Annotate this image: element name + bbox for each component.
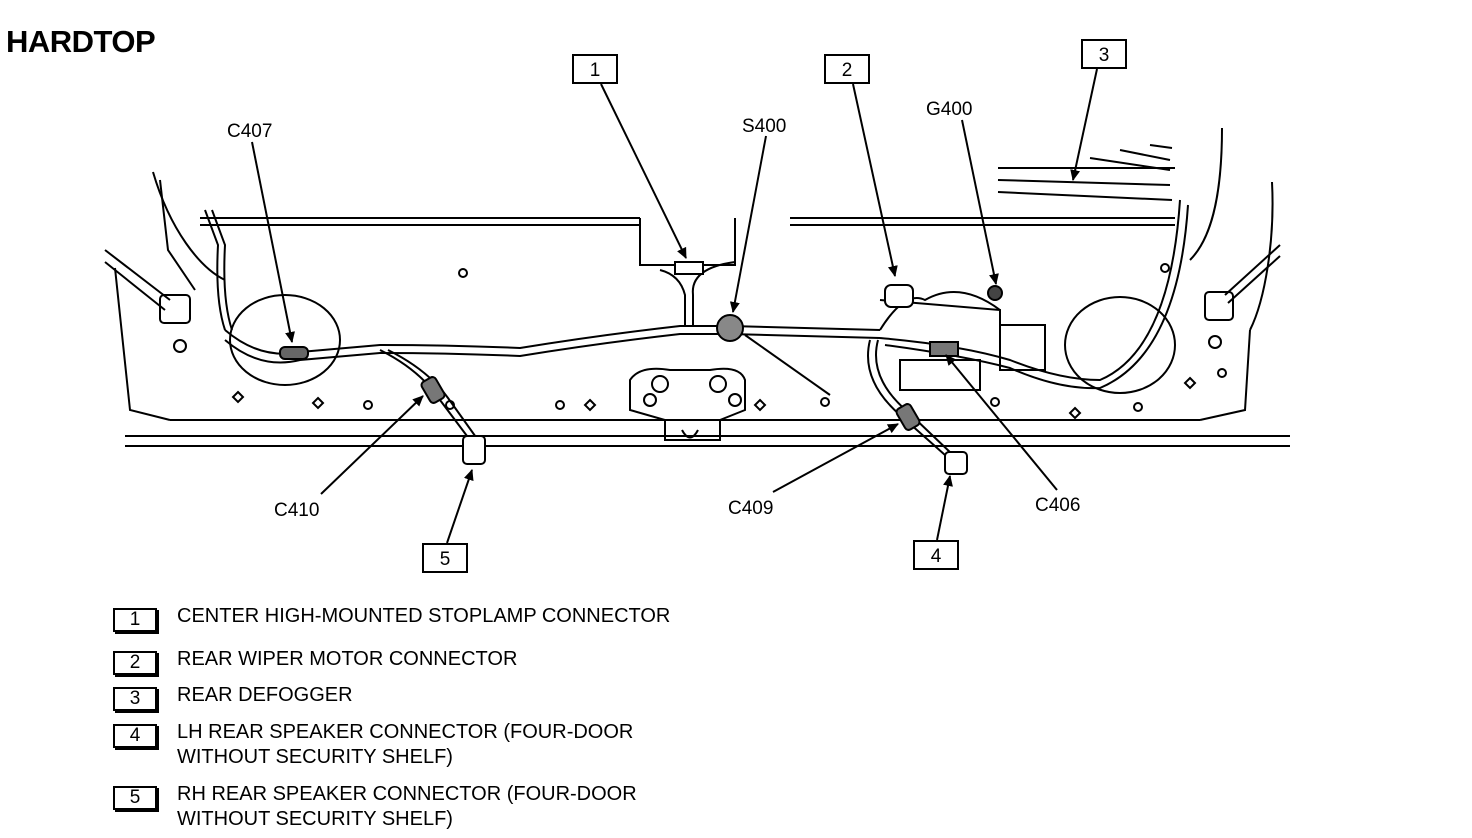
label-c410: C410 (274, 500, 319, 521)
callout-number-5: 5 (440, 549, 451, 570)
legend-item-5: 5 RH REAR SPEAKER CONNECTOR (FOUR-DOOR W… (113, 783, 637, 832)
legend-number-1: 1 (113, 608, 157, 632)
callout-box-1: 1 (572, 54, 618, 84)
wiring-diagram: C407 S400 G400 C410 C409 C406 1 2 3 4 5 (104, 39, 1290, 573)
callout-number-3: 3 (1099, 45, 1110, 66)
callout-box-2: 2 (824, 54, 870, 84)
connectors (279, 261, 1003, 475)
legend-text-5: RH REAR SPEAKER CONNECTOR (FOUR-DOOR WIT… (177, 783, 637, 830)
leader-arrows (251, 68, 1098, 544)
legend-item-4: 4 LH REAR SPEAKER CONNECTOR (FOUR-DOOR W… (113, 721, 633, 770)
diagram-title: HARDTOP (6, 24, 156, 59)
liftgate-panel (104, 127, 1290, 447)
callout-number-2: 2 (842, 60, 853, 81)
legend-item-2: 2 REAR WIPER MOTOR CONNECTOR (113, 648, 517, 675)
callout-number-1: 1 (590, 60, 601, 81)
callout-box-3: 3 (1081, 39, 1127, 69)
callout-box-4: 4 (913, 540, 959, 570)
label-c407: C407 (227, 121, 272, 142)
wiring-harness (204, 199, 1189, 456)
legend-number-5: 5 (113, 786, 157, 810)
callout-number-4: 4 (931, 546, 942, 567)
legend-text-2: REAR WIPER MOTOR CONNECTOR (177, 648, 518, 670)
legend-text-1: CENTER HIGH-MOUNTED STOPLAMP CONNECTOR (177, 605, 671, 627)
label-s400: S400 (742, 116, 786, 137)
legend-number-2: 2 (113, 651, 157, 675)
label-c409: C409 (728, 498, 773, 519)
legend-number-3: 3 (113, 687, 157, 711)
legend-number-4: 4 (113, 724, 157, 748)
legend-item-3: 3 REAR DEFOGGER (113, 684, 353, 711)
label-g400: G400 (926, 99, 972, 120)
legend-text-4: LH REAR SPEAKER CONNECTOR (FOUR-DOOR WIT… (177, 721, 634, 768)
label-c406: C406 (1035, 495, 1080, 516)
legend-item-1: 1 CENTER HIGH-MOUNTED STOPLAMP CONNECTOR (113, 605, 670, 632)
mounting-holes (231, 263, 1227, 420)
legend-text-3: REAR DEFOGGER (177, 684, 353, 706)
callout-box-5: 5 (422, 543, 468, 573)
